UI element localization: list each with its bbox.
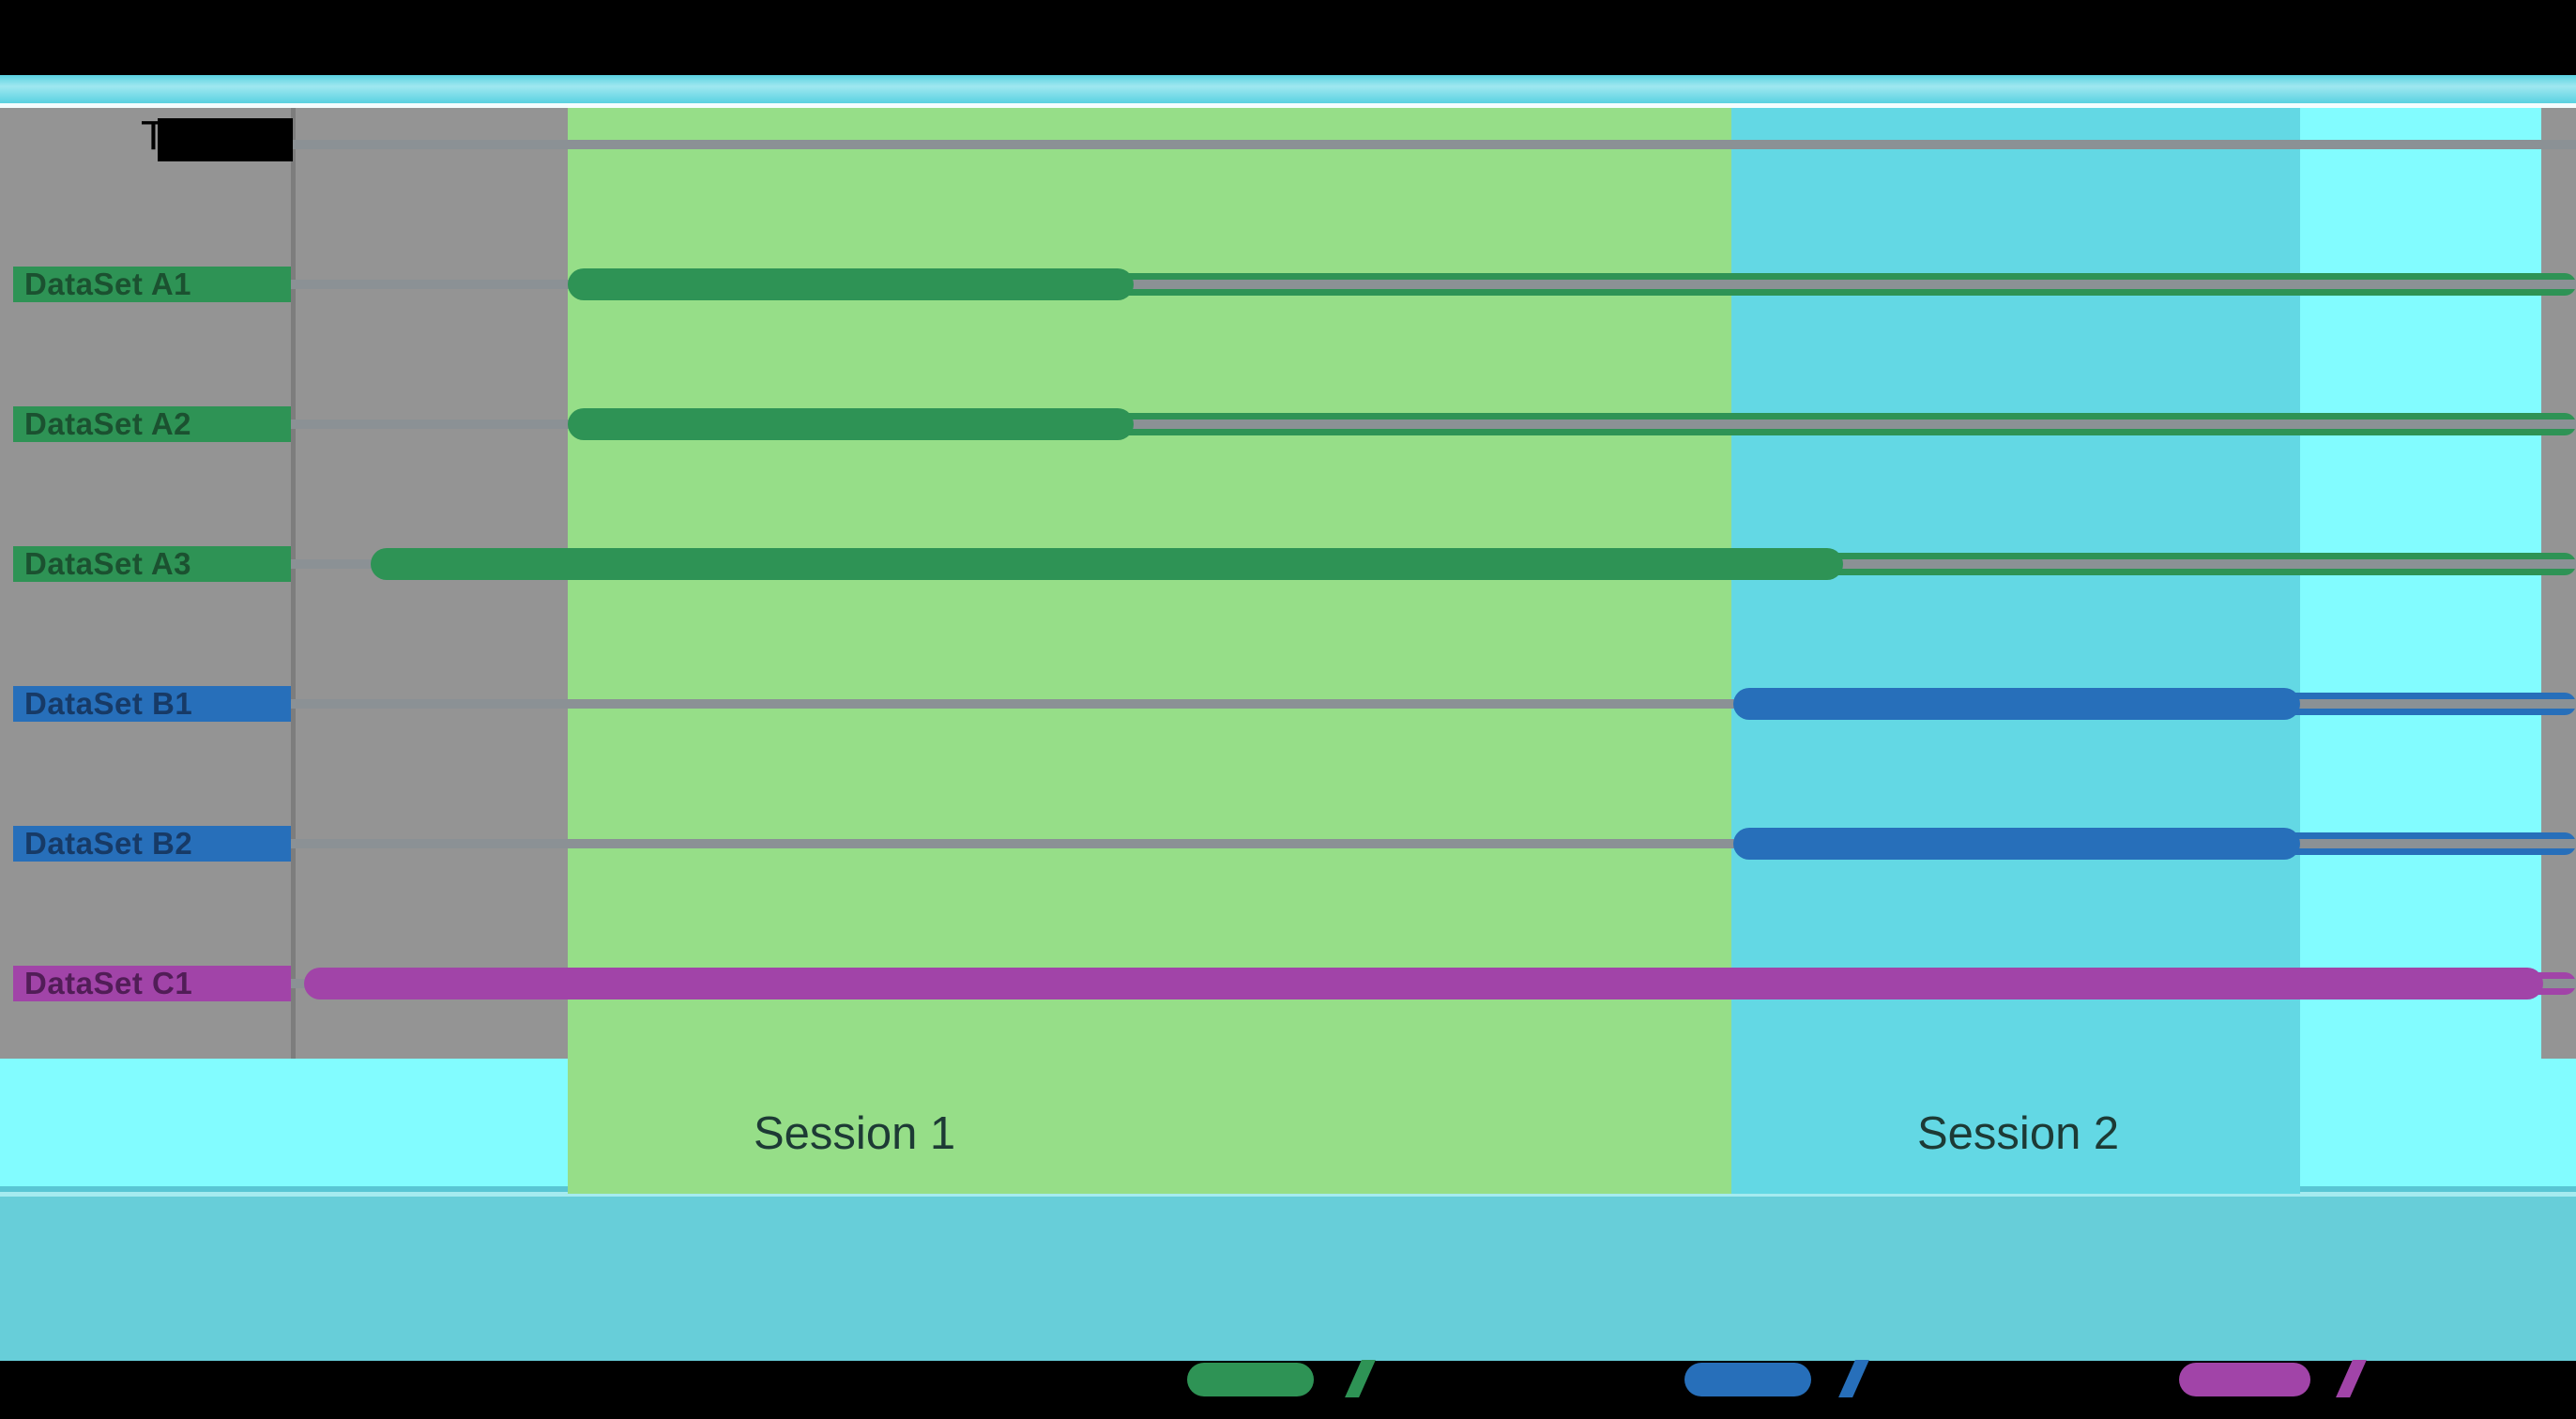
row-label-6: DataSet C1 [13, 966, 291, 1001]
right-pale-column [2300, 107, 2576, 1186]
gridline-4 [291, 699, 2576, 709]
top-separator-line [0, 103, 2576, 108]
legend-pill-purple [2179, 1363, 2310, 1396]
task-bar-dataset-a3 [371, 548, 1843, 580]
left-margin-gray [0, 107, 568, 1059]
footer-light-line [0, 1192, 2576, 1197]
task-bar-dataset-a2 [568, 408, 1134, 440]
row-label-4: DataSet B1 [13, 686, 291, 722]
row-label-2: DataSet A2 [13, 406, 291, 442]
top-cyan-strip [0, 75, 2576, 103]
right-margin-gray [2541, 107, 2576, 1059]
y-axis-line [291, 107, 296, 1059]
task-bar-dataset-b2 [1733, 828, 2300, 860]
task-bar-dataset-c1 [304, 968, 2543, 999]
legend-pill-blue [1684, 1363, 1811, 1396]
row-label-3: DataSet A3 [13, 546, 291, 582]
task-bar-dataset-b1 [1733, 688, 2300, 720]
footer-cyan-band [0, 1186, 2576, 1361]
session-2-band [1731, 107, 2300, 1194]
time-label-redaction-box [158, 118, 293, 161]
left-pale-band [0, 1059, 568, 1186]
gridline-1 [291, 280, 2576, 289]
gridline-0 [291, 140, 2576, 149]
row-label-5: DataSet B2 [13, 826, 291, 862]
gridline-5 [291, 839, 2576, 848]
legend-pill-green [1187, 1363, 1314, 1396]
session-2-label: Session 2 [1917, 1108, 2120, 1159]
gridline-2 [291, 420, 2576, 429]
session-1-label: Session 1 [754, 1108, 956, 1159]
row-label-1: DataSet A1 [13, 267, 291, 302]
task-bar-dataset-a1 [568, 268, 1134, 300]
